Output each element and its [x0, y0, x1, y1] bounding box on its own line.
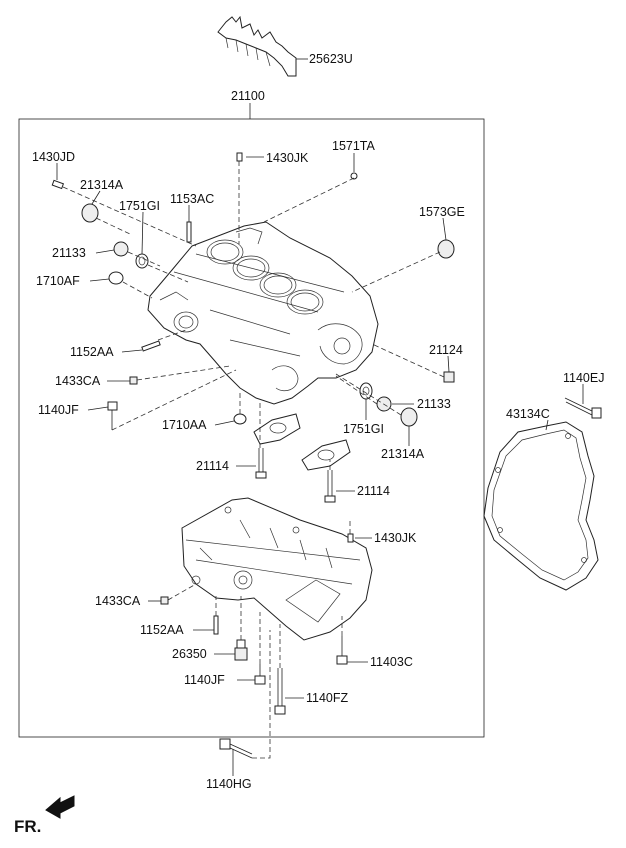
- callout-21114-right: 21114: [357, 484, 390, 498]
- callout-1433CA-bottom: 1433CA: [95, 594, 141, 608]
- callout-1573GE: 1573GE: [419, 205, 465, 219]
- oil-pan-part: [181, 497, 373, 641]
- cylinder-block-part: [147, 221, 379, 405]
- callout-1153AC: 1153AC: [170, 192, 214, 206]
- callout-11403C: 11403C: [370, 655, 413, 669]
- plug-21133-left: [113, 241, 129, 257]
- bolt-1140EJ: [564, 397, 602, 419]
- callout-1710AA: 1710AA: [162, 418, 207, 432]
- dowel-pin-1430JD: [51, 179, 65, 190]
- bolt-1140FZ: [274, 668, 286, 715]
- bolt-21114-left: [255, 448, 267, 479]
- callout-43134C: 43134C: [506, 407, 550, 421]
- bolt-1140JF-top: [107, 401, 118, 430]
- callout-1140JF-top: 1140JF: [38, 403, 79, 417]
- dowel-pin-1430JK-bottom: [347, 533, 354, 543]
- bearing-cap-right: [301, 439, 351, 471]
- callout-1140EJ: 1140EJ: [563, 371, 604, 385]
- callout-1140JF-bottom: 1140JF: [184, 673, 225, 687]
- assembly-dashed-lines: [62, 161, 445, 759]
- callout-1430JK-top: 1430JK: [266, 151, 309, 165]
- callout-1433CA-top: 1433CA: [55, 374, 101, 388]
- oring-1710AA: [233, 413, 247, 425]
- bolt-1140HG: [219, 738, 253, 759]
- assembly-label: 21100: [231, 89, 265, 103]
- heat-shield-part: [217, 15, 297, 77]
- plug-1571TA: [350, 172, 358, 180]
- callout-1140HG: 1140HG: [206, 777, 252, 791]
- callout-21314A-right: 21314A: [381, 447, 425, 461]
- bearing-cap-left: [253, 413, 301, 445]
- bolt-11403C: [336, 636, 348, 665]
- callout-21314A-left: 21314A: [80, 178, 124, 192]
- callout-1751GI-left: 1751GI: [119, 199, 160, 213]
- front-direction-arrow-icon: [45, 795, 75, 819]
- seal-1751GI-right: [359, 382, 373, 400]
- callout-1571TA: 1571TA: [332, 139, 376, 153]
- plug-1433CA-bottom: [160, 596, 169, 605]
- callout-26350: 26350: [172, 647, 207, 661]
- callout-21133-right: 21133: [417, 397, 451, 411]
- plug-21314A-left: [81, 203, 99, 223]
- callout-1430JK-bottom: 1430JK: [374, 531, 417, 545]
- callout-25623U: 25623U: [309, 52, 353, 66]
- callout-1751GI-right: 1751GI: [343, 422, 384, 436]
- bolt-1140JF-bottom: [254, 664, 266, 685]
- oring-1710AF: [108, 271, 124, 285]
- callout-1152AA-top: 1152AA: [70, 345, 114, 359]
- plug-21124: [443, 371, 455, 383]
- callout-1710AF: 1710AF: [36, 274, 80, 288]
- front-direction-label: FR.: [14, 817, 41, 836]
- gasket-part: [483, 421, 599, 591]
- callout-1140FZ: 1140FZ: [306, 691, 349, 705]
- callout-1152AA-bottom: 1152AA: [140, 623, 184, 637]
- callout-21114-left: 21114: [196, 459, 229, 473]
- stud-1152AA-bottom: [213, 615, 219, 635]
- plug-1573GE: [437, 239, 455, 259]
- bolt-21114-right: [324, 470, 336, 503]
- callout-1430JD: 1430JD: [32, 150, 75, 164]
- stud-1153AC: [186, 221, 192, 243]
- stud-1152AA-top: [141, 340, 161, 352]
- callout-21124: 21124: [429, 343, 463, 357]
- callout-21133-left: 21133: [52, 246, 86, 260]
- plug-1433CA-top: [129, 376, 138, 385]
- drain-plug-26350: [234, 639, 248, 661]
- dowel-pin-1430JK-top: [236, 152, 243, 162]
- plug-21314A-right: [400, 407, 418, 427]
- callout-leaders: [56, 153, 584, 776]
- assembly-frame: [18, 118, 485, 738]
